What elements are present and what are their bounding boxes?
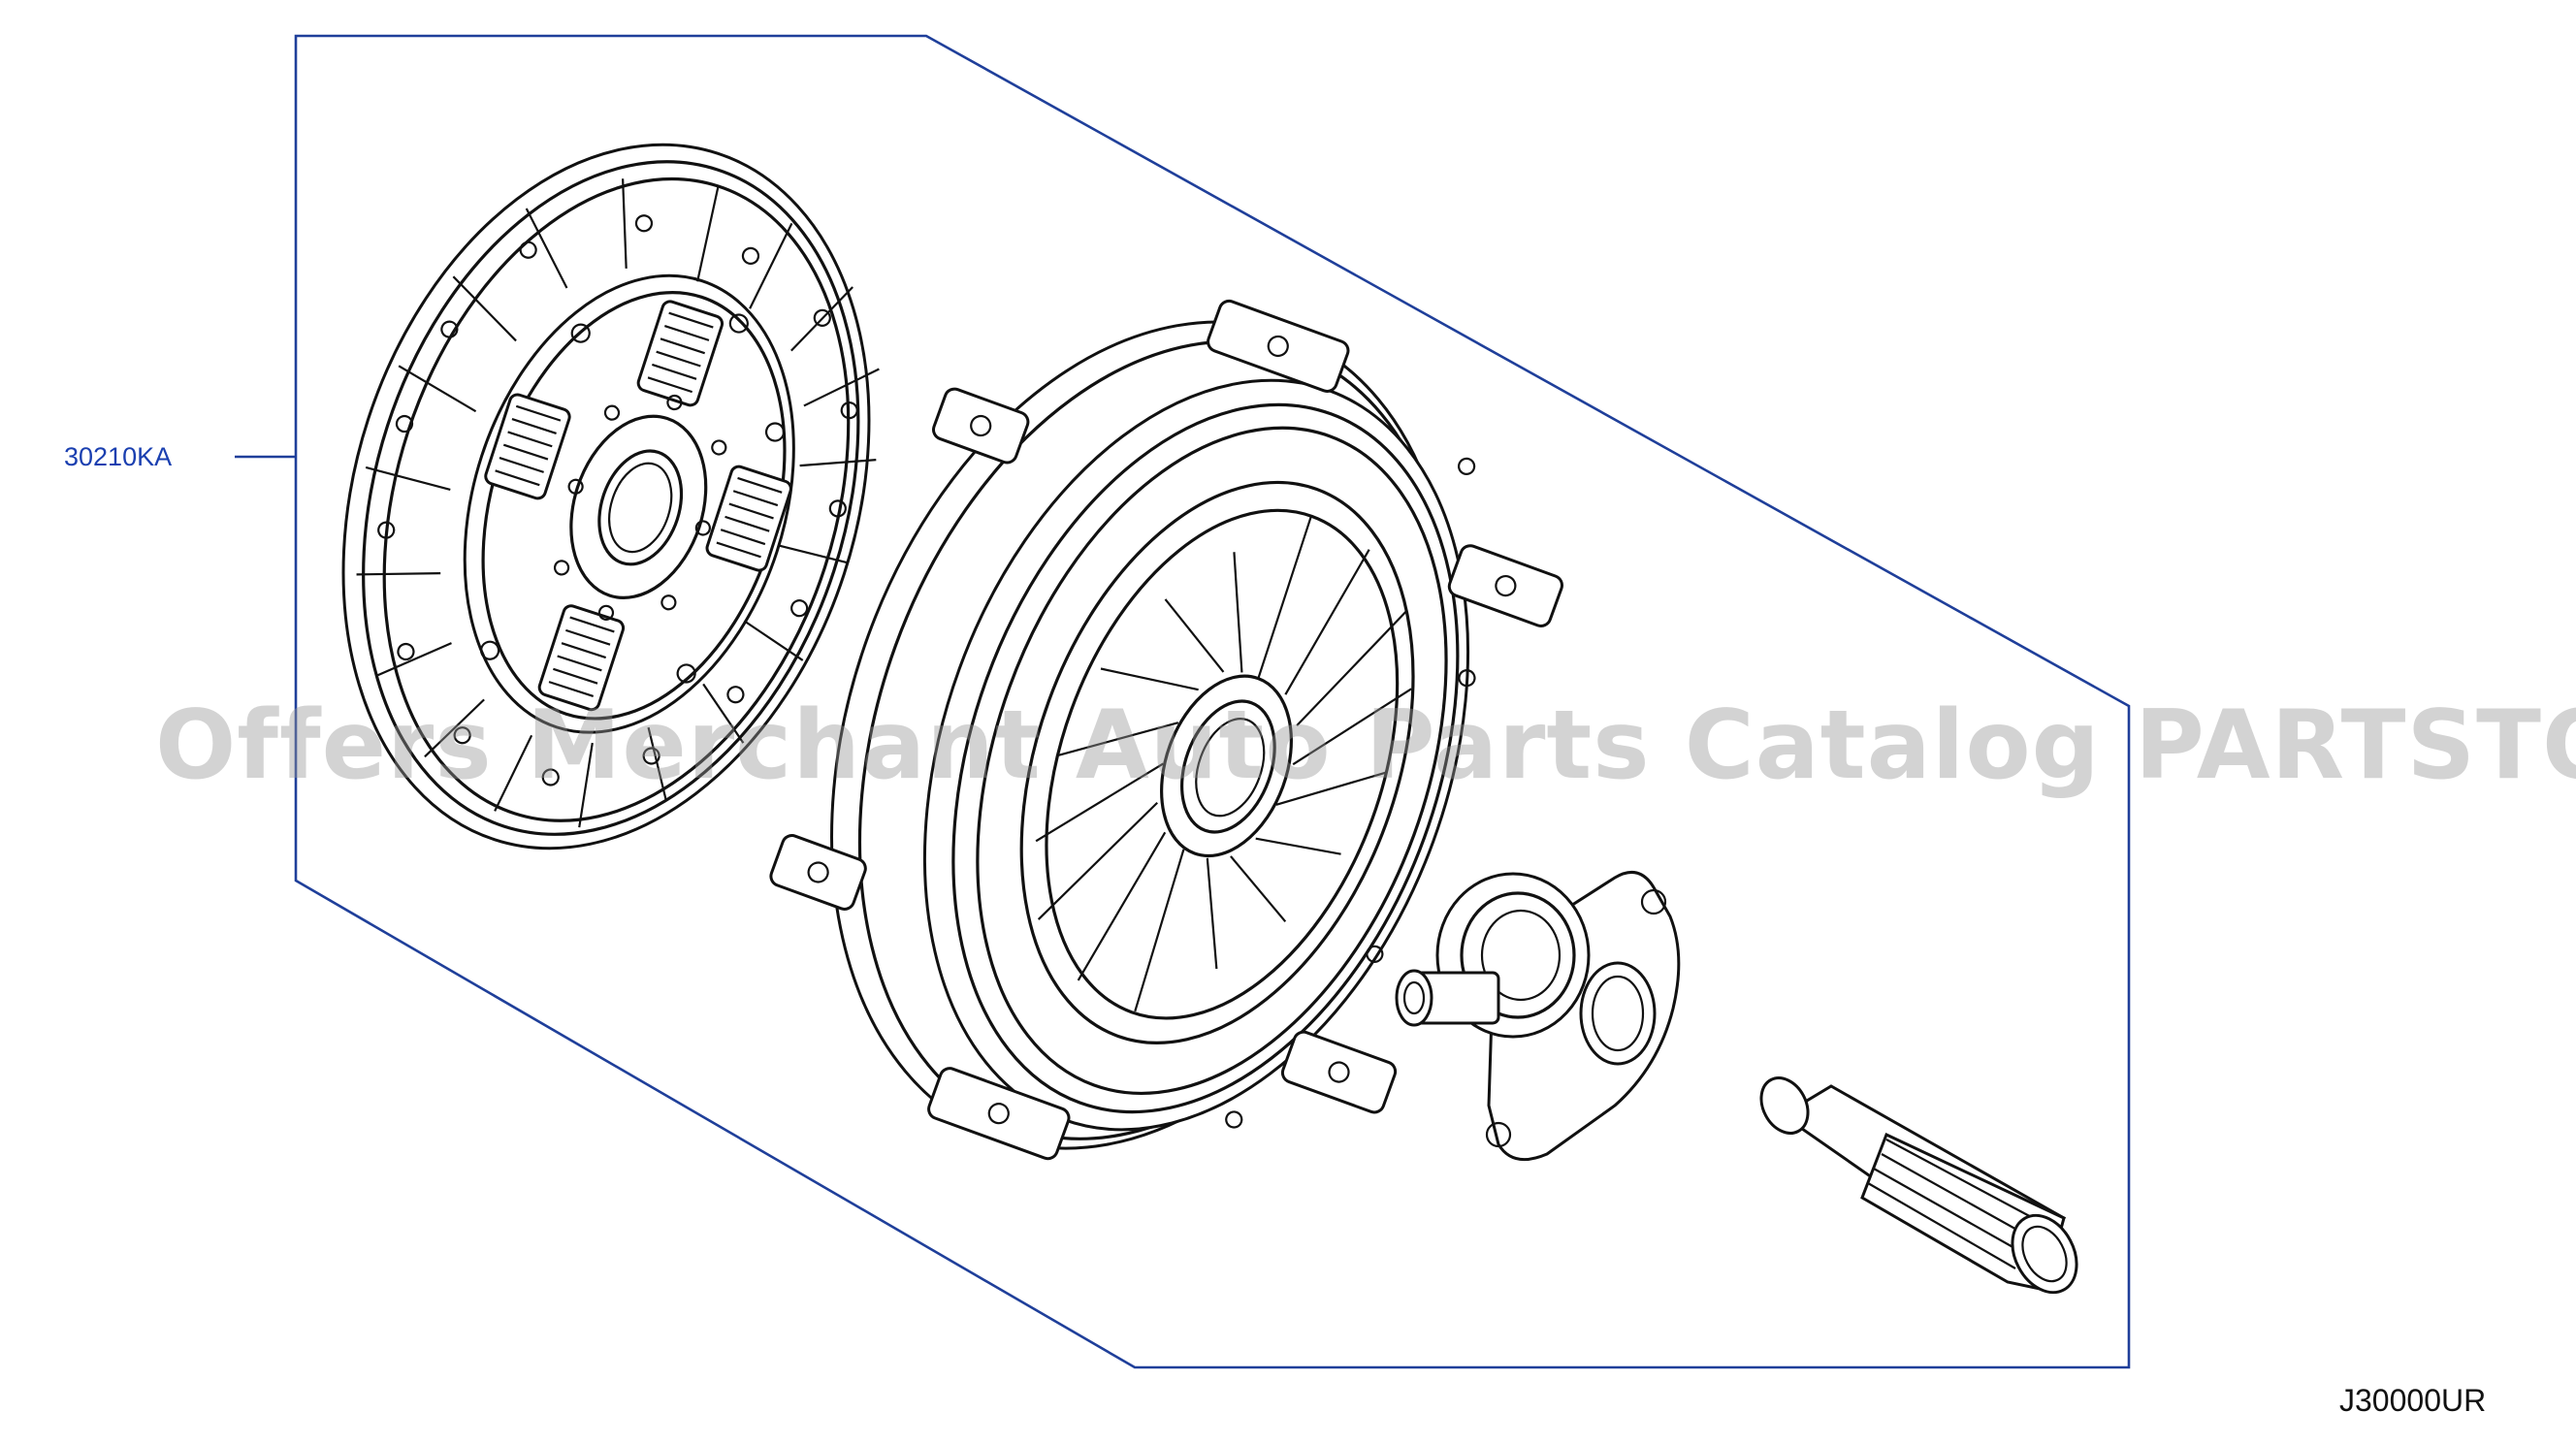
part-number-callout[interactable]: 30210KA	[64, 442, 173, 471]
clutch-disc	[341, 143, 880, 850]
pressure-plate-cover	[769, 299, 1563, 1161]
figure-code-label: J30000UR	[2339, 1383, 2487, 1418]
alignment-tool	[1759, 1076, 2078, 1295]
kit-boundary-outline	[294, 34, 2131, 1369]
release-bearing	[1395, 870, 1681, 1162]
